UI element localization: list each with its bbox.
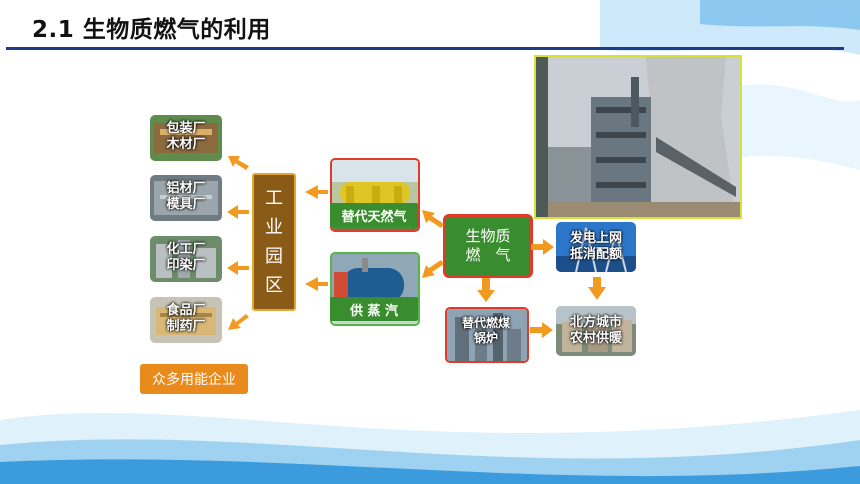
arrow-park-to-chemical [227,261,249,275]
factory-photo-packaging [150,115,222,161]
substitute-gas-label: 替代天然气 [330,203,418,227]
arrow-to-coal-boiler [477,278,495,302]
factory-2-line2: 模具厂 [166,197,206,212]
title-divider [6,47,844,50]
power-line1: 发电上网 [569,231,622,246]
factory-label-food: 食品厂 制药厂 [150,303,222,335]
factory-4-line2: 制药厂 [166,319,206,334]
park-char-2: 业 [265,217,283,238]
park-char-3: 园 [265,246,283,267]
arrow-coal-to-heating [530,322,553,338]
heating-line1: 北方城市 [569,315,622,330]
heating-label: 北方城市 农村供暖 [556,315,636,347]
arrow-park-to-packaging [228,156,249,170]
park-char-1: 工 [265,188,283,209]
factory-3-line1: 化工厂 [166,242,206,257]
park-char-4: 区 [265,275,283,296]
factory-1-line1: 包装厂 [166,121,206,136]
power-line2: 抵消配额 [569,247,622,262]
coal-boiler-label: 替代燃煤 锅炉 [445,316,527,346]
heating-line2: 农村供暖 [569,331,622,346]
heating-photo [556,306,636,356]
arrow-to-heating [588,277,606,300]
factory-photo-food [150,297,222,343]
arrow-park-to-food [228,314,249,330]
factory-photo-chemical [150,236,222,282]
factory-2-line1: 铝材厂 [166,181,206,196]
factory-1-line2: 木材厂 [166,137,206,152]
factory-4-line1: 食品厂 [166,303,206,318]
power-grid-photo [556,222,636,272]
industrial-park-box: 工 业 园 区 [252,173,296,311]
page-title: 2.1 生物质燃气的利用 [32,17,271,43]
factory-photo-aluminum [150,175,222,221]
enterprises-box: 众多用能企业 [140,364,248,394]
factory-label-aluminum: 铝材厂 模具厂 [150,181,222,213]
factory-label-packaging: 包装厂 木材厂 [150,121,222,153]
arrow-to-substitute-gas [422,210,444,228]
arrow-park-to-aluminum [227,205,249,219]
boiler-plant-photo [534,55,742,219]
coal-boiler-line2: 锅炉 [473,331,498,345]
center-line1: 生物质 [465,227,511,245]
steam-label: 供 蒸 汽 [330,297,418,321]
coal-boiler-line1: 替代燃煤 [461,316,510,330]
factory-3-line2: 印染厂 [166,258,206,273]
arrow-to-power [531,239,554,255]
arrow-steam-to-park [305,277,328,291]
center-line2: 燃 气 [465,246,511,264]
biomass-gas-center: 生物质 燃 气 [443,214,533,278]
coal-boiler-photo [445,307,529,363]
arrow-to-steam [422,260,444,278]
factory-label-chemical: 化工厂 印染厂 [150,242,222,274]
arrow-gas-to-park [305,185,328,199]
power-label: 发电上网 抵消配额 [556,231,636,263]
